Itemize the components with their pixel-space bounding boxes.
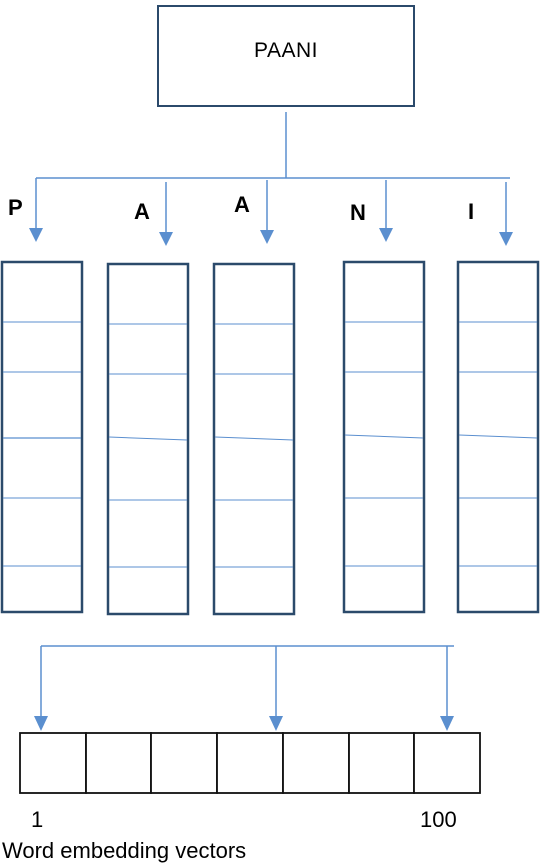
- columns-to-embedding-connector: [34, 645, 454, 731]
- arrowhead-char-1: [29, 228, 43, 242]
- embedding-caption: Word embedding vectors: [2, 838, 247, 863]
- arrowhead-char-4: [379, 228, 393, 242]
- char-label-1: P: [8, 195, 23, 220]
- arrowhead-char-5: [499, 232, 513, 246]
- embedding-cell: [19, 732, 87, 794]
- embedding-cell: [348, 732, 415, 794]
- embedding-cell: [216, 732, 284, 794]
- arrowhead-embedding-2: [269, 716, 283, 731]
- embedding-cell: [413, 732, 481, 794]
- arrowhead-embedding-3: [440, 716, 454, 731]
- embedding-cell: [150, 732, 218, 794]
- char-label-4: N: [350, 200, 366, 225]
- char-label-5: I: [468, 199, 475, 224]
- embedding-cell: [85, 732, 152, 794]
- arrowhead-char-3: [260, 230, 274, 244]
- char-vector-column-3: [212, 262, 296, 616]
- arrowhead-char-2: [159, 232, 173, 246]
- char-vector-column-2: [106, 262, 190, 616]
- word-embedding-vector: [19, 732, 481, 794]
- char-label-3: A: [234, 192, 250, 217]
- char-label-2: A: [134, 199, 150, 224]
- word-node: PAANI: [157, 5, 415, 107]
- embedding-cell: [282, 732, 350, 794]
- char-arrows: [29, 178, 513, 246]
- embedding-end-label: 100: [420, 807, 457, 832]
- char-vector-column-1: [0, 260, 84, 614]
- word-label: PAANI: [254, 39, 318, 62]
- char-vector-column-5: [456, 260, 540, 614]
- arrowhead-embedding-1: [34, 716, 48, 731]
- embedding-start-label: 1: [31, 807, 44, 832]
- word-to-chars-connector: [36, 112, 510, 179]
- char-vector-column-4: [342, 260, 426, 614]
